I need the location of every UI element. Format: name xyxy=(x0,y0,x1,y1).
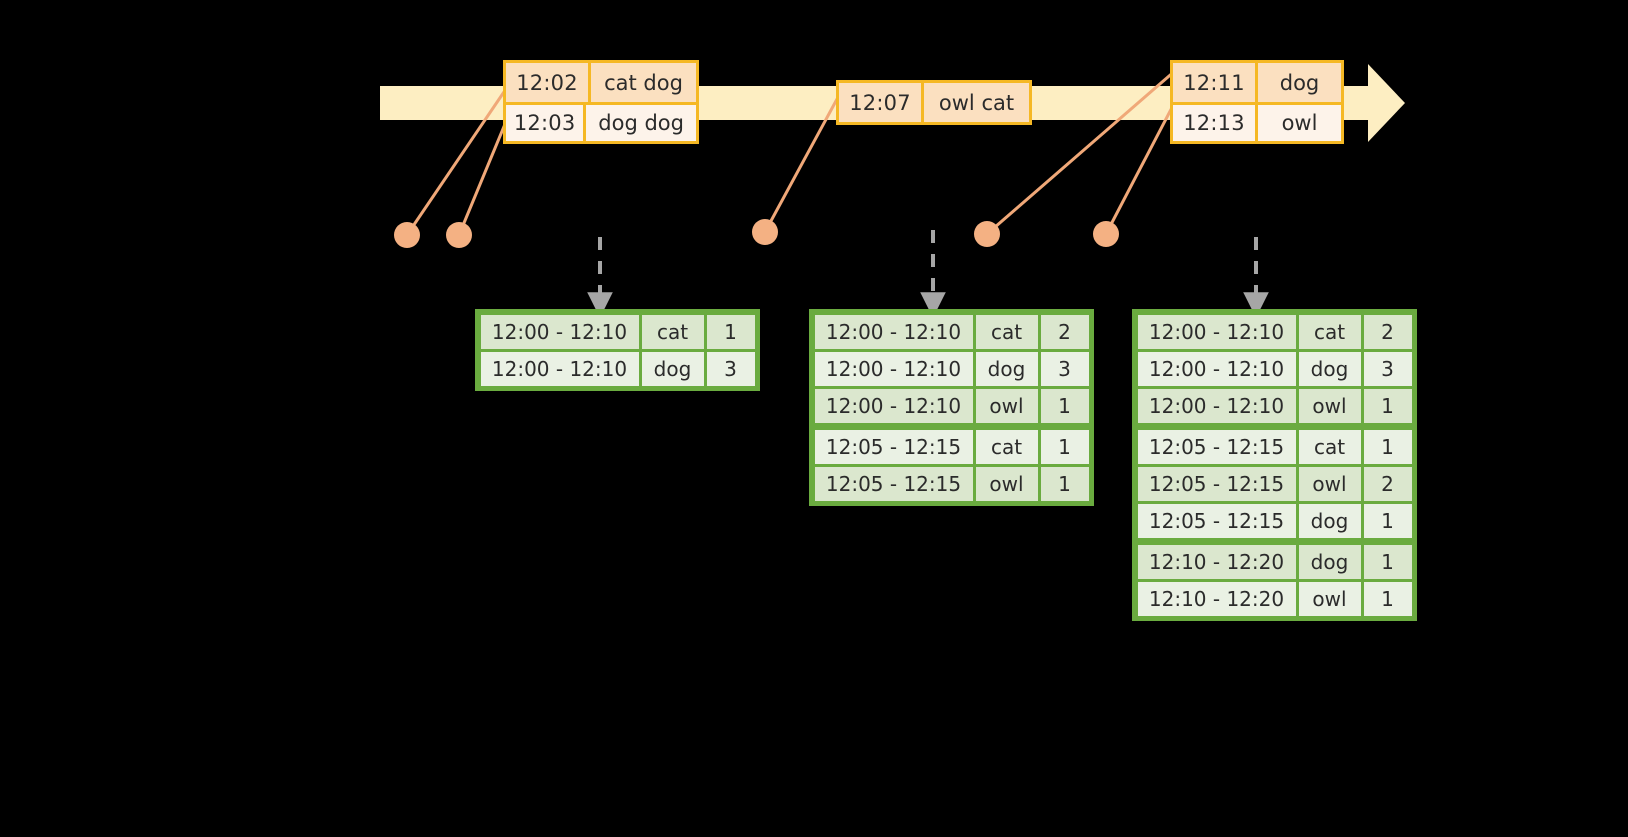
connector-line-1 xyxy=(405,85,510,236)
event-box-2[interactable]: 12:07 owl cat xyxy=(836,80,1032,125)
cell-count: 1 xyxy=(1363,581,1412,616)
event-time: 12:13 xyxy=(1173,105,1258,141)
event-marker-dot-4[interactable] xyxy=(974,221,1000,247)
cell-window: 12:10 - 12:20 xyxy=(1137,581,1296,616)
cell-key: owl xyxy=(975,466,1038,501)
event-row[interactable]: 12:02 cat dog xyxy=(506,63,696,102)
cell-count: 3 xyxy=(1363,351,1412,386)
event-values: cat dog xyxy=(604,70,683,95)
cell-key: dog xyxy=(1298,544,1361,579)
cell-window: 12:05 - 12:15 xyxy=(1137,466,1296,501)
cell-count: 1 xyxy=(1363,503,1412,538)
cell-count: 1 xyxy=(1040,429,1089,464)
cell-window: 12:00 - 12:10 xyxy=(814,351,973,386)
cell-key: cat xyxy=(1298,314,1361,349)
cell-window: 12:00 - 12:10 xyxy=(1137,388,1296,423)
event-time: 12:02 xyxy=(506,63,591,102)
cell-key: owl xyxy=(975,388,1038,423)
cell-window: 12:00 - 12:10 xyxy=(814,314,973,349)
event-time: 12:11 xyxy=(1173,63,1258,102)
timeline-arrowhead xyxy=(1368,64,1405,142)
cell-key: cat xyxy=(975,314,1038,349)
cell-window: 12:10 - 12:20 xyxy=(1137,544,1296,579)
connector-line-5 xyxy=(1104,95,1180,235)
connector-line-3 xyxy=(763,87,845,233)
cell-window: 12:05 - 12:15 xyxy=(814,429,973,464)
cell-count: 1 xyxy=(706,314,755,349)
table-group-divider xyxy=(1136,539,1413,543)
cell-count: 1 xyxy=(1363,429,1412,464)
cell-window: 12:00 - 12:10 xyxy=(814,388,973,423)
cell-window: 12:00 - 12:10 xyxy=(480,314,639,349)
event-values: owl cat xyxy=(938,90,1015,115)
event-box-3[interactable]: 12:11 dog 12:13 owl xyxy=(1170,60,1344,144)
cell-count: 1 xyxy=(1363,544,1412,579)
cell-count: 2 xyxy=(1040,314,1089,349)
cell-count: 1 xyxy=(1040,388,1089,423)
cell-key: cat xyxy=(641,314,704,349)
event-marker-dot-3[interactable] xyxy=(752,219,778,245)
cell-count: 1 xyxy=(1363,388,1412,423)
event-marker-dot-1[interactable] xyxy=(394,222,420,248)
event-time: 12:03 xyxy=(506,105,587,141)
cell-window: 12:00 - 12:10 xyxy=(1137,351,1296,386)
table-group-divider xyxy=(1136,424,1413,428)
event-marker-dot-2[interactable] xyxy=(446,222,472,248)
cell-count: 1 xyxy=(1040,466,1089,501)
cell-count: 2 xyxy=(1363,314,1412,349)
event-values: dog dog xyxy=(598,111,684,135)
event-row[interactable]: 12:07 owl cat xyxy=(839,83,1029,122)
cell-key: dog xyxy=(641,351,704,386)
event-row[interactable]: 12:03 dog dog xyxy=(506,102,696,141)
cell-key: cat xyxy=(1298,429,1361,464)
cell-key: owl xyxy=(1298,466,1361,501)
cell-key: cat xyxy=(975,429,1038,464)
cell-key: dog xyxy=(1298,503,1361,538)
cell-window: 12:00 - 12:10 xyxy=(480,351,639,386)
dashed-arrows xyxy=(587,230,1269,318)
event-marker-dot-5[interactable] xyxy=(1093,221,1119,247)
cell-key: dog xyxy=(975,351,1038,386)
table-group-divider xyxy=(813,424,1090,428)
event-row[interactable]: 12:13 owl xyxy=(1173,102,1341,141)
cell-count: 2 xyxy=(1363,466,1412,501)
cell-key: dog xyxy=(1298,351,1361,386)
marker-dots xyxy=(394,219,1119,248)
event-time: 12:07 xyxy=(839,83,924,122)
cell-key: owl xyxy=(1298,581,1361,616)
event-values: owl xyxy=(1281,111,1318,135)
event-box-1[interactable]: 12:02 cat dog 12:03 dog dog xyxy=(503,60,699,144)
cell-window: 12:05 - 12:15 xyxy=(1137,429,1296,464)
event-values: dog xyxy=(1279,70,1320,95)
cell-window: 12:05 - 12:15 xyxy=(814,466,973,501)
event-row[interactable]: 12:11 dog xyxy=(1173,63,1341,102)
cell-count: 3 xyxy=(706,351,755,386)
cell-window: 12:05 - 12:15 xyxy=(1137,503,1296,538)
cell-window: 12:00 - 12:10 xyxy=(1137,314,1296,349)
cell-key: owl xyxy=(1298,388,1361,423)
cell-count: 3 xyxy=(1040,351,1089,386)
